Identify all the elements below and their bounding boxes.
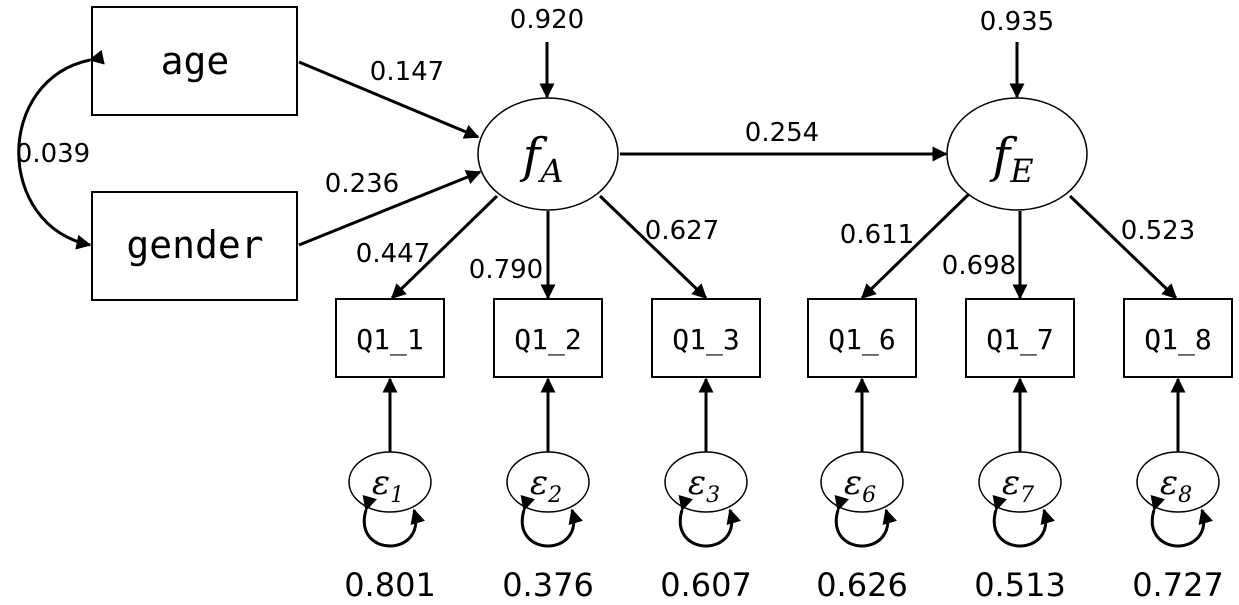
q2-indicator-box bbox=[493, 298, 603, 378]
q3-indicator-label: Q1_3 bbox=[672, 323, 739, 357]
fA-factor-label: fA bbox=[520, 128, 564, 190]
fA-to-q3-arrow bbox=[598, 194, 708, 300]
q7-indicator-label: Q1_7 bbox=[986, 323, 1053, 357]
q6-indicator-box bbox=[807, 298, 917, 378]
gender-box bbox=[91, 191, 298, 301]
q7-loading: 0.698 bbox=[942, 251, 1016, 281]
q8-loading: 0.523 bbox=[1121, 216, 1195, 246]
fA-to-q1-arrow bbox=[390, 194, 499, 300]
e7-variance-value: 0.513 bbox=[974, 566, 1066, 604]
e8-variance-value: 0.727 bbox=[1132, 566, 1224, 604]
fA-residual-value: 0.920 bbox=[510, 5, 584, 35]
e1-variance-loop bbox=[362, 494, 425, 548]
age-to-fA-coefficient: 0.147 bbox=[370, 57, 444, 87]
fE-to-q8-arrow bbox=[1068, 194, 1178, 300]
q6-loading: 0.611 bbox=[840, 220, 914, 250]
e1-variance-value: 0.801 bbox=[344, 566, 436, 604]
q2-indicator-label: Q1_2 bbox=[514, 323, 581, 357]
age-gender-covariance-arrow bbox=[17, 49, 105, 250]
age-to-fA-arrow bbox=[298, 60, 480, 139]
q3-loading: 0.627 bbox=[645, 216, 719, 246]
gender-label: gender bbox=[126, 223, 263, 267]
q7-indicator-box bbox=[965, 298, 1075, 378]
gender-to-fA-arrow bbox=[298, 170, 482, 247]
age-label: age bbox=[161, 39, 230, 83]
q8-indicator-box bbox=[1123, 298, 1233, 378]
q3-indicator-box bbox=[651, 298, 761, 378]
e2-variance-value: 0.376 bbox=[502, 566, 594, 604]
q8-indicator-label: Q1_8 bbox=[1144, 323, 1211, 357]
e3-variance-loop bbox=[678, 494, 741, 548]
fE-factor-ellipse bbox=[946, 97, 1088, 211]
q1-indicator-box bbox=[335, 298, 445, 378]
e6-variance-loop bbox=[834, 494, 897, 548]
fE-to-q6-arrow bbox=[860, 192, 971, 300]
gender-to-fA-coefficient: 0.236 bbox=[325, 169, 399, 199]
covariance-value: 0.039 bbox=[16, 139, 90, 169]
e7-variance-loop bbox=[992, 494, 1055, 548]
fE-residual-value: 0.935 bbox=[980, 7, 1054, 37]
fA-factor-ellipse bbox=[477, 97, 619, 211]
e6-variance-value: 0.626 bbox=[816, 566, 908, 604]
q6-indicator-label: Q1_6 bbox=[828, 323, 895, 357]
q1-indicator-label: Q1_1 bbox=[356, 323, 423, 357]
fA-to-fE-coefficient: 0.254 bbox=[745, 118, 819, 148]
age-box bbox=[91, 6, 298, 116]
q1-loading: 0.447 bbox=[356, 239, 430, 269]
e3-variance-value: 0.607 bbox=[660, 566, 752, 604]
e8-variance-loop bbox=[1150, 494, 1213, 548]
q2-loading: 0.790 bbox=[469, 255, 543, 285]
e2-variance-loop bbox=[520, 494, 583, 548]
